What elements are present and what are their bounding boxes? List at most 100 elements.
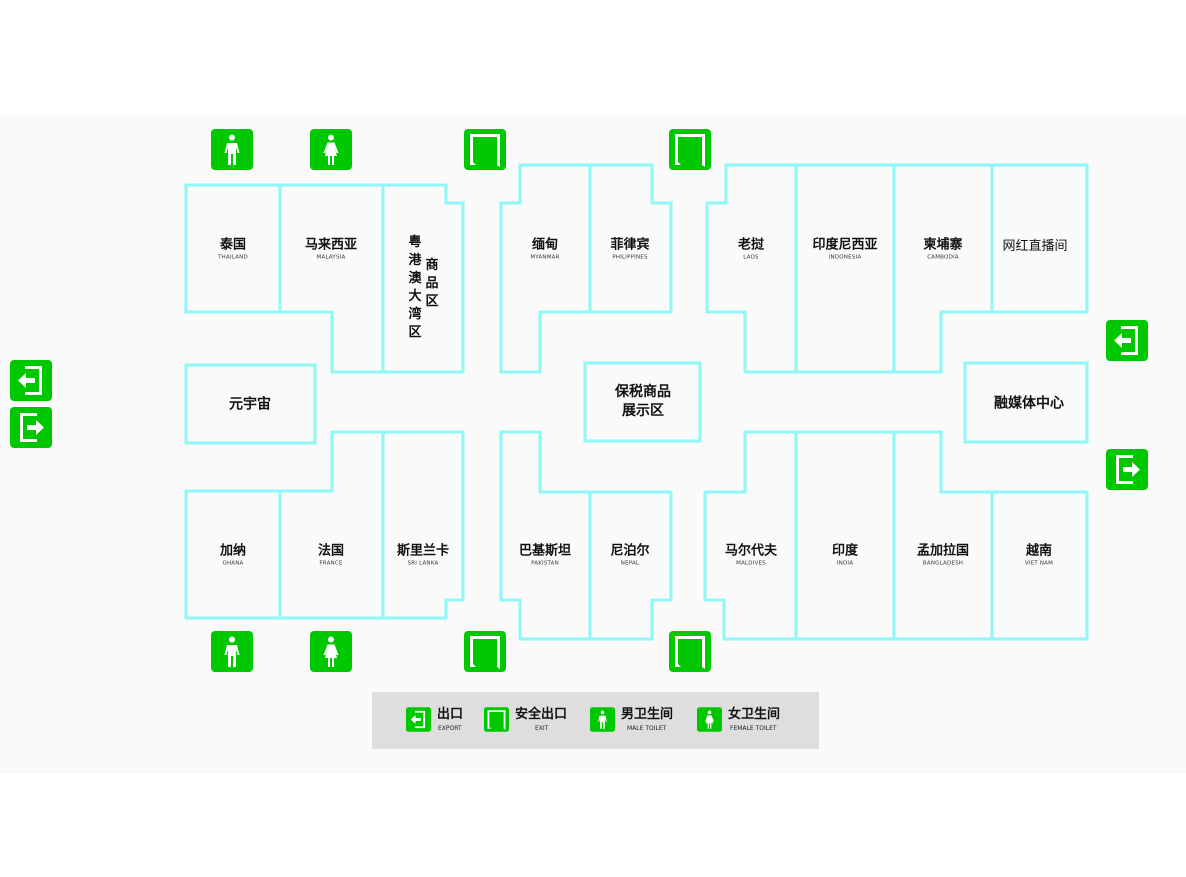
- label-en: INDONESIA: [828, 254, 862, 261]
- male-toilet-icon[interactable]: [211, 129, 253, 170]
- label-zh: 孟加拉国: [916, 543, 970, 559]
- legend-label-en: MALE TOILET: [627, 725, 667, 732]
- male-toilet-icon[interactable]: [211, 631, 253, 672]
- label-zh: 印度尼西亚: [812, 237, 878, 253]
- female-toilet-icon: [697, 707, 722, 732]
- legend: 出口 EXPORT 安全出口 EXIT 男卫生间 MALE TOILET: [372, 692, 819, 749]
- label-zh: 越南: [1025, 543, 1053, 559]
- emergency-exit-icon[interactable]: [669, 631, 711, 672]
- room-maldives[interactable]: [703, 430, 798, 641]
- legend-label-zh: 男卫生间: [621, 707, 674, 722]
- exit-arrow-left-icon[interactable]: [1106, 320, 1148, 361]
- label-zh: 法国: [317, 543, 345, 559]
- room-philippines[interactable]: [588, 163, 673, 314]
- label-thailand: 泰国 THAILAND: [218, 238, 248, 261]
- label-en: CAMBODIA: [927, 254, 959, 261]
- label-en: FRANCE: [319, 560, 343, 567]
- room-cambodia[interactable]: [892, 163, 994, 374]
- exit-arrow-left-icon[interactable]: [10, 360, 52, 401]
- label-zh: 巴基斯坦: [518, 543, 572, 559]
- label-en: THAILAND: [218, 254, 248, 261]
- room-india[interactable]: [794, 430, 896, 641]
- label-en: SRI LANKA: [407, 560, 439, 567]
- label-zh: 网红直播间: [1002, 239, 1068, 254]
- label-en: NEPAL: [620, 560, 640, 567]
- emergency-exit-icon[interactable]: [464, 129, 506, 170]
- emergency-exit-icon[interactable]: [669, 129, 711, 170]
- male-toilet-icon: [590, 707, 615, 732]
- char: 区: [408, 325, 422, 340]
- room-myanmar[interactable]: [499, 163, 592, 374]
- female-toilet-icon[interactable]: [310, 129, 352, 170]
- label-indonesia: 印度尼西亚 INDONESIA: [812, 238, 877, 261]
- label-metaverse: 元宇宙: [229, 396, 271, 415]
- room-indonesia[interactable]: [794, 163, 896, 374]
- room-bangladesh[interactable]: [892, 430, 994, 641]
- char: 港: [408, 253, 422, 268]
- char: 湾: [408, 307, 422, 322]
- exit-arrow-left-icon: [406, 707, 431, 732]
- room-srilanka[interactable]: [381, 430, 465, 620]
- room-pakistan[interactable]: [499, 430, 592, 641]
- label-bangladesh: 孟加拉国 BANGLADESH: [917, 544, 969, 567]
- label-en: INDIA: [836, 560, 854, 567]
- label-zh: 斯里兰卡: [396, 543, 450, 559]
- room-gba[interactable]: [381, 183, 465, 374]
- label-gba-line2: 商 品 区: [425, 257, 439, 311]
- label-zh: 菲律宾: [610, 237, 650, 253]
- label-en: PAKISTAN: [531, 560, 559, 567]
- label-philippines: 菲律宾 PHILIPPINES: [610, 238, 649, 261]
- label-zh: 泰国: [219, 237, 247, 253]
- room-laos[interactable]: [705, 163, 798, 374]
- label-france: 法国 FRANCE: [318, 544, 344, 567]
- legend-label-en: FEMALE TOILET: [730, 725, 777, 732]
- label-zh: 元宇宙: [229, 396, 271, 413]
- label-en: BANGLADESH: [922, 560, 964, 567]
- room-france[interactable]: [278, 430, 385, 620]
- emergency-exit-icon: [484, 707, 509, 732]
- label-zh: 融媒体中心: [994, 395, 1064, 412]
- legend-label-zh: 安全出口: [515, 707, 568, 722]
- female-toilet-icon[interactable]: [310, 631, 352, 672]
- legend-label-zh: 女卫生间: [728, 707, 781, 722]
- room-nepal[interactable]: [588, 490, 673, 641]
- char: 粤: [408, 235, 422, 250]
- label-maldives: 马尔代夫 MALDIVES: [725, 544, 777, 567]
- label-myanmar: 缅甸 MYANMAR: [530, 238, 559, 261]
- room-media-center[interactable]: [963, 361, 1089, 444]
- room-livestream[interactable]: [990, 163, 1089, 314]
- label-zh-line1: 保税商品: [615, 384, 671, 400]
- label-malaysia: 马来西亚 MALAYSIA: [305, 238, 357, 261]
- label-pakistan: 巴基斯坦 PAKISTAN: [519, 544, 571, 567]
- label-ghana: 加纳 GHANA: [220, 544, 246, 567]
- label-en: PHILIPPINES: [612, 254, 648, 261]
- label-zh: 老挝: [737, 237, 765, 253]
- exit-arrow-right-icon[interactable]: [1106, 449, 1148, 490]
- char: 品: [425, 276, 439, 291]
- label-zh: 缅甸: [531, 237, 559, 253]
- legend-label-zh: 出口: [437, 707, 464, 722]
- room-vietnam[interactable]: [990, 490, 1089, 641]
- label-en: MYANMAR: [530, 254, 560, 261]
- label-en: LAOS: [743, 254, 759, 261]
- label-zh: 马来西亚: [304, 237, 358, 253]
- label-zh: 马尔代夫: [724, 543, 778, 559]
- room-bonded-showroom[interactable]: [583, 361, 702, 443]
- label-india: 印度 INDIA: [832, 544, 858, 567]
- char: 商: [425, 258, 439, 273]
- room-metaverse[interactable]: [184, 363, 317, 445]
- emergency-exit-icon[interactable]: [464, 631, 506, 672]
- label-zh: 柬埔寨: [923, 237, 963, 253]
- label-en: MALAYSIA: [316, 254, 346, 261]
- label-srilanka: 斯里兰卡 SRI LANKA: [397, 544, 449, 567]
- label-zh: 加纳: [219, 543, 247, 559]
- exit-arrow-right-icon[interactable]: [10, 407, 52, 448]
- room-malaysia[interactable]: [278, 183, 385, 374]
- label-zh: 尼泊尔: [610, 543, 650, 559]
- legend-label-en: EXIT: [535, 725, 549, 732]
- char: 澳: [408, 271, 422, 286]
- label-zh-line2: 展示区: [622, 403, 664, 419]
- label-bonded-showroom: 保税商品 展示区: [615, 383, 671, 421]
